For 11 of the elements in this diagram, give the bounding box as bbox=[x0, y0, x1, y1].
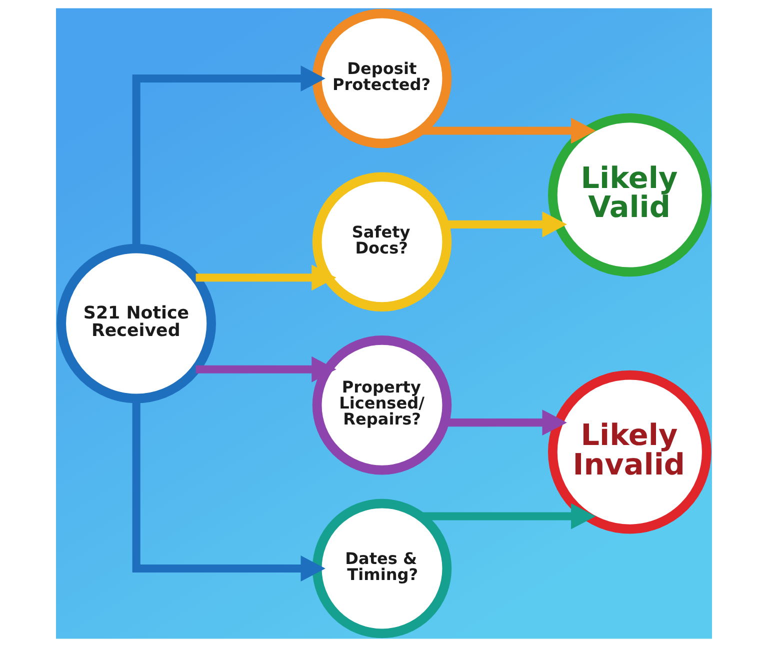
arrow bbox=[196, 356, 336, 382]
node-circle: Deposit Protected? bbox=[312, 8, 452, 148]
arrow bbox=[445, 211, 567, 238]
node-circle: Dates & Timing? bbox=[312, 498, 452, 638]
arrow bbox=[445, 410, 567, 436]
arrow bbox=[420, 118, 596, 144]
arrow bbox=[420, 503, 596, 530]
node-circle: Likely Valid bbox=[548, 113, 712, 277]
arrow bbox=[196, 264, 336, 291]
node-circle: S21 Notice Received bbox=[56, 244, 216, 404]
node-circle: Likely Invalid bbox=[548, 370, 712, 534]
